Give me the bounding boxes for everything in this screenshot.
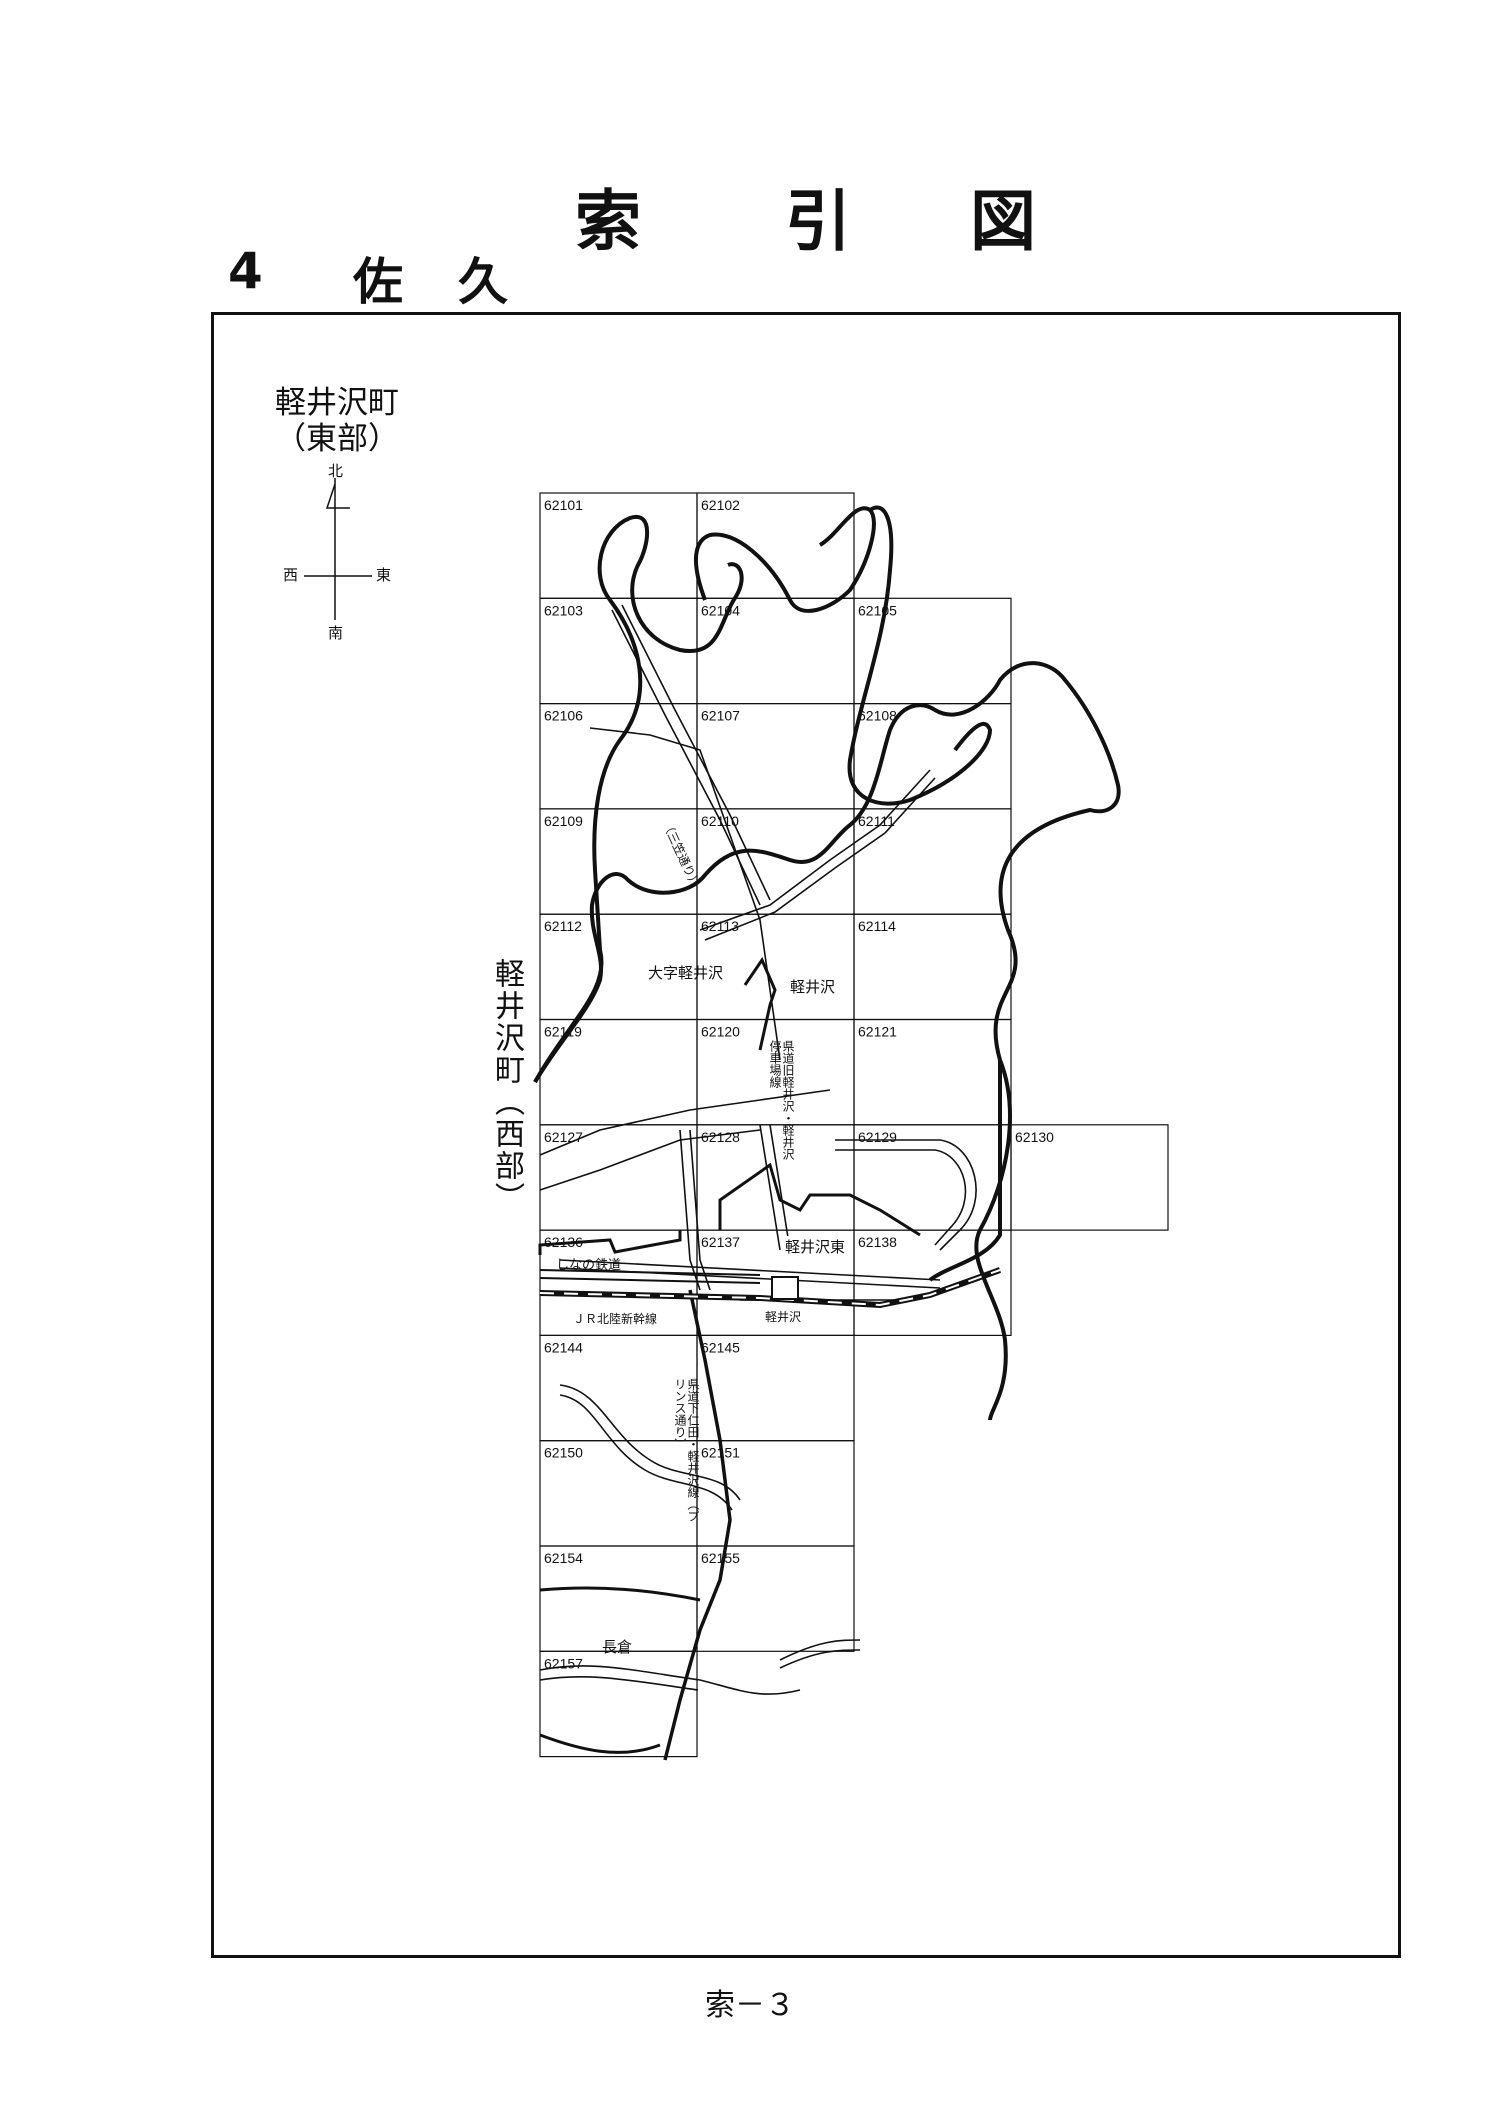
place-label-nagakura: 長倉 <box>602 1638 633 1656</box>
compass-south: 南 <box>328 624 344 642</box>
tile-grid: 62101 62102 62103 62104 62105 62106 62107 62108… <box>539 492 1169 1758</box>
tile-id-label: 62129 <box>858 1129 897 1145</box>
tile-id-label: 62108 <box>858 708 897 724</box>
compass-east: 東 <box>376 566 392 584</box>
tile-id-label: 62144 <box>544 1339 583 1355</box>
tile-id-label: 62112 <box>544 918 582 934</box>
municipal-boundary <box>539 1733 661 1754</box>
area-name-char: 久 <box>458 253 508 311</box>
tile-id-label: 62114 <box>858 918 896 934</box>
shinkansen-line <box>539 1267 1002 1309</box>
compass-north: 北 <box>328 462 344 480</box>
tile-id-label: 62102 <box>701 497 740 513</box>
region-line2: （東部） <box>275 421 399 457</box>
boundary-line <box>693 506 876 613</box>
tile-id-label: 62113 <box>701 918 739 934</box>
railway-label-shinkansen: ＪＲ北陸新幹線 <box>573 1312 658 1326</box>
tile-id-label: 62106 <box>544 708 583 724</box>
west-area-label: 軽井沢町（西部） <box>489 958 524 1214</box>
tile-id-label: 62109 <box>544 813 583 829</box>
road-network <box>539 604 977 1695</box>
compass-icon <box>304 478 372 620</box>
road-label-prefectural-1: 県道旧軽井沢・軽井沢停車場線 <box>768 1040 795 1160</box>
place-label-karuizawa: 軽井沢 <box>790 976 836 997</box>
map-tile[interactable] <box>1010 1124 1169 1231</box>
municipal-boundary <box>538 1230 682 1255</box>
tile-id-label: 62127 <box>544 1129 583 1145</box>
area-number: 4 <box>228 242 263 300</box>
tile-id-label: 62128 <box>701 1129 740 1145</box>
page-footer: 索－３ <box>705 1988 795 2023</box>
map-tile[interactable] <box>539 1650 698 1758</box>
tile-id-label: 62130 <box>1015 1129 1054 1145</box>
tile-id-label: 62111 <box>858 813 895 829</box>
title-char: 索 <box>575 183 641 260</box>
tile-id-label: 62121 <box>858 1024 897 1040</box>
shinano-railway-line <box>539 1269 761 1284</box>
tile-id-label: 62105 <box>858 602 897 618</box>
prefectural-road <box>663 1289 732 1761</box>
place-label-karuizawa-higashi: 軽井沢東 <box>785 1236 846 1257</box>
compass-west: 西 <box>283 566 299 584</box>
municipal-boundary <box>718 1162 921 1237</box>
boundary-line <box>533 514 744 1083</box>
tile-id-label: 62138 <box>858 1234 897 1250</box>
station-icon <box>771 1276 799 1300</box>
tile-id-label: 62104 <box>701 602 740 618</box>
title-char: 引 <box>785 183 851 260</box>
tile-id-label: 62103 <box>544 602 583 618</box>
tile-id-label: 62107 <box>701 708 740 724</box>
tile-id-label: 62150 <box>544 1445 583 1461</box>
tile-id-label: 62145 <box>701 1339 740 1355</box>
station-label: 軽井沢 <box>765 1310 802 1324</box>
railway-label-shinano: しなの鉄道 <box>556 1258 622 1273</box>
place-label-oaza-karuizawa: 大字軽井沢 <box>648 964 724 982</box>
municipal-boundary <box>539 1586 701 1602</box>
boundary-line <box>928 1060 1002 1282</box>
area-name-char: 佐 <box>353 253 403 311</box>
map-frame <box>211 312 1401 1958</box>
tile-id-label: 62155 <box>701 1550 740 1566</box>
tile-id-label: 62101 <box>544 497 583 513</box>
region-line1: 軽井沢町 <box>275 385 399 421</box>
boundary-line <box>533 661 1121 1421</box>
region-label: 軽井沢町 （東部） <box>262 385 412 457</box>
municipal-boundary <box>743 956 777 1051</box>
boundary-line <box>847 505 993 806</box>
road-label-prefectural-2: 県道下仁田・軽井沢線（プリンス通り） <box>673 1378 700 1522</box>
tile-id-label: 62137 <box>701 1234 740 1250</box>
tile-id-label: 62154 <box>544 1550 583 1566</box>
title-char: 図 <box>970 183 1036 260</box>
tile-id-label: 62120 <box>701 1024 740 1040</box>
